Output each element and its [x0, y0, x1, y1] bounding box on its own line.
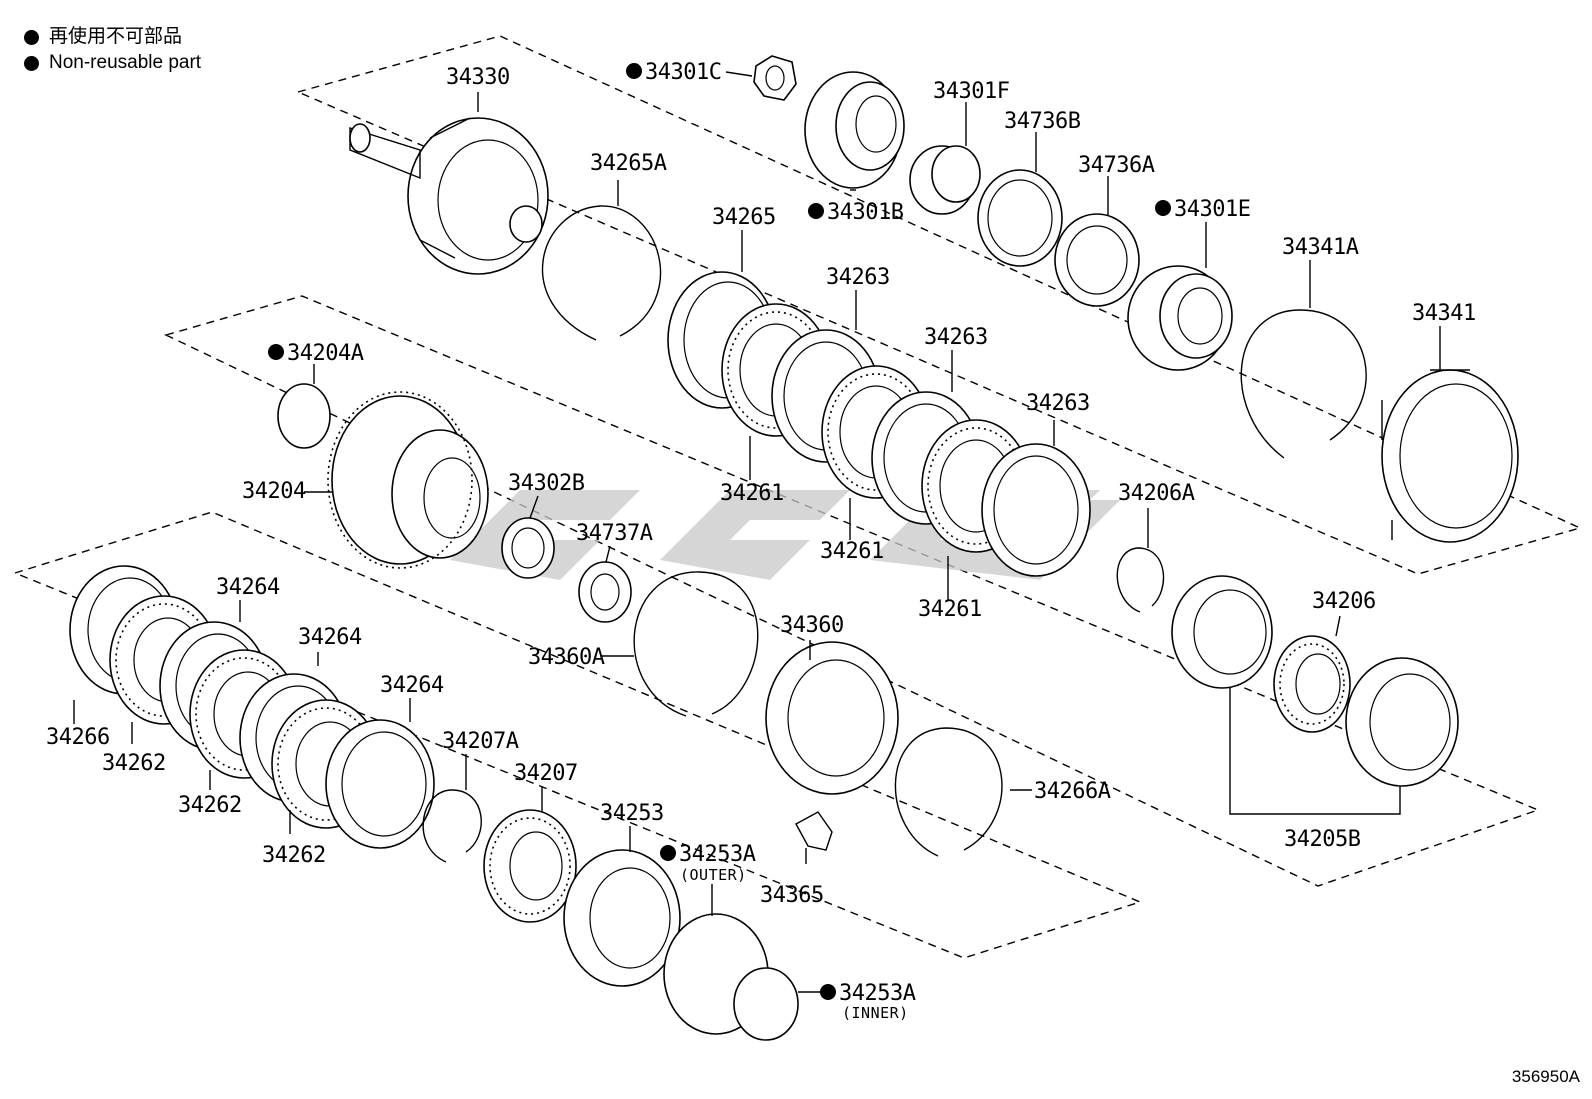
label-34261-3: 34261 — [918, 597, 982, 622]
part-34360A-snap-ring — [633, 571, 759, 717]
label-34365: 34365 — [760, 883, 824, 908]
label-34301E: 34301E — [1174, 197, 1250, 222]
label-34360: 34360 — [780, 613, 844, 638]
part-34360-plate — [765, 641, 899, 795]
label-34360A: 34360A — [528, 645, 605, 670]
label-34206: 34206 — [1312, 589, 1376, 614]
label-34253A-inner: 34253A — [839, 981, 916, 1006]
non-reusable-dot-icon — [24, 29, 39, 45]
part-34301E-bearing — [1127, 265, 1233, 371]
label-34266: 34266 — [46, 725, 110, 750]
non-reusable-marker — [626, 63, 642, 79]
non-reusable-marker — [1155, 200, 1171, 216]
clutch-disc-stack-lower — [69, 565, 435, 849]
legend-english-text: Non-reusable part — [49, 52, 202, 73]
lower-group-outline — [12, 511, 1143, 959]
label-34301B: 34301B — [827, 200, 904, 225]
non-reusable-marker — [268, 344, 284, 360]
part-labels: 34330 34301C 34301F 34736B 34736A 34301E… — [46, 60, 1476, 1022]
legend-japanese-text: 再使用不可部品 — [49, 26, 183, 47]
label-34253A-inner-note: (INNER) — [842, 1004, 909, 1022]
label-34253A-outer-note: (OUTER) — [680, 866, 747, 884]
part-34736B-washer — [977, 169, 1063, 267]
part-34301B-bearing — [804, 71, 905, 189]
non-reusable-dot-icon — [24, 55, 39, 71]
label-34263-1: 34263 — [826, 265, 890, 290]
label-34262-2: 34262 — [178, 793, 242, 818]
label-34263-2: 34263 — [924, 325, 988, 350]
label-34341: 34341 — [1412, 301, 1476, 326]
part-34301C-nut — [753, 55, 797, 101]
label-34301C: 34301C — [645, 60, 721, 85]
label-34341A: 34341A — [1282, 235, 1359, 260]
part-34736A-washer — [1054, 213, 1140, 307]
label-34301F: 34301F — [933, 79, 1009, 104]
label-34264-3: 34264 — [380, 673, 444, 698]
part-34206A-snap-ring — [1116, 547, 1165, 613]
label-34330: 34330 — [446, 65, 510, 90]
legend-row-japanese: 再使用不可部品 — [24, 24, 201, 50]
part-34737A-washer — [578, 561, 632, 623]
label-34207: 34207 — [514, 761, 578, 786]
part-34205B-assembly — [1171, 575, 1459, 787]
label-34266A: 34266A — [1034, 779, 1111, 804]
label-34263-3: 34263 — [1026, 391, 1090, 416]
label-34261-1: 34261 — [720, 481, 784, 506]
label-34205B: 34205B — [1284, 827, 1361, 852]
part-34330-drum-shaft — [349, 117, 549, 275]
label-34302B: 34302B — [508, 471, 585, 496]
label-34737A: 34737A — [576, 521, 653, 546]
clutch-disc-stack-upper — [721, 303, 1091, 577]
non-reusable-marker — [808, 203, 824, 219]
part-34265A-snap-ring — [541, 205, 662, 341]
label-34253: 34253 — [600, 801, 664, 826]
part-34206-one-way-clutch — [1273, 635, 1351, 733]
label-34207A: 34207A — [442, 729, 519, 754]
part-34302B-washer — [501, 517, 555, 579]
document-id: 356950A — [1511, 1067, 1580, 1086]
label-34736A: 34736A — [1078, 153, 1155, 178]
label-34736B: 34736B — [1004, 109, 1081, 134]
label-34262-1: 34262 — [102, 751, 166, 776]
label-34204: 34204 — [242, 479, 306, 504]
leader-lines — [73, 71, 1441, 993]
label-34253A-outer: 34253A — [679, 842, 756, 867]
part-34207-spring-set — [483, 809, 577, 923]
part-34365-clip — [795, 811, 833, 851]
part-34204A-o-ring — [277, 383, 331, 449]
part-34341-drum — [1381, 369, 1519, 543]
part-34204-gear — [327, 391, 489, 569]
label-34204A: 34204A — [287, 341, 364, 366]
non-reusable-marker — [660, 845, 676, 861]
part-34266A-snap-ring — [894, 727, 1003, 857]
label-34261-2: 34261 — [820, 539, 884, 564]
part-34341A-snap-ring — [1240, 309, 1367, 459]
label-34264-2: 34264 — [298, 625, 362, 650]
label-34265A: 34265A — [590, 151, 667, 176]
label-34264-1: 34264 — [216, 575, 280, 600]
legend-row-english: Non-reusable part — [24, 50, 201, 76]
part-34253-piston — [563, 849, 681, 987]
non-reusable-marker — [820, 984, 836, 1000]
part-34253A-o-rings — [663, 913, 799, 1041]
label-34265: 34265 — [712, 205, 776, 230]
label-34262-3: 34262 — [262, 843, 326, 868]
part-34301F-sleeve — [909, 145, 981, 215]
part-34207A-snap-ring — [422, 789, 482, 863]
legend: 再使用不可部品 Non-reusable part — [24, 24, 201, 76]
label-34206A: 34206A — [1118, 481, 1195, 506]
